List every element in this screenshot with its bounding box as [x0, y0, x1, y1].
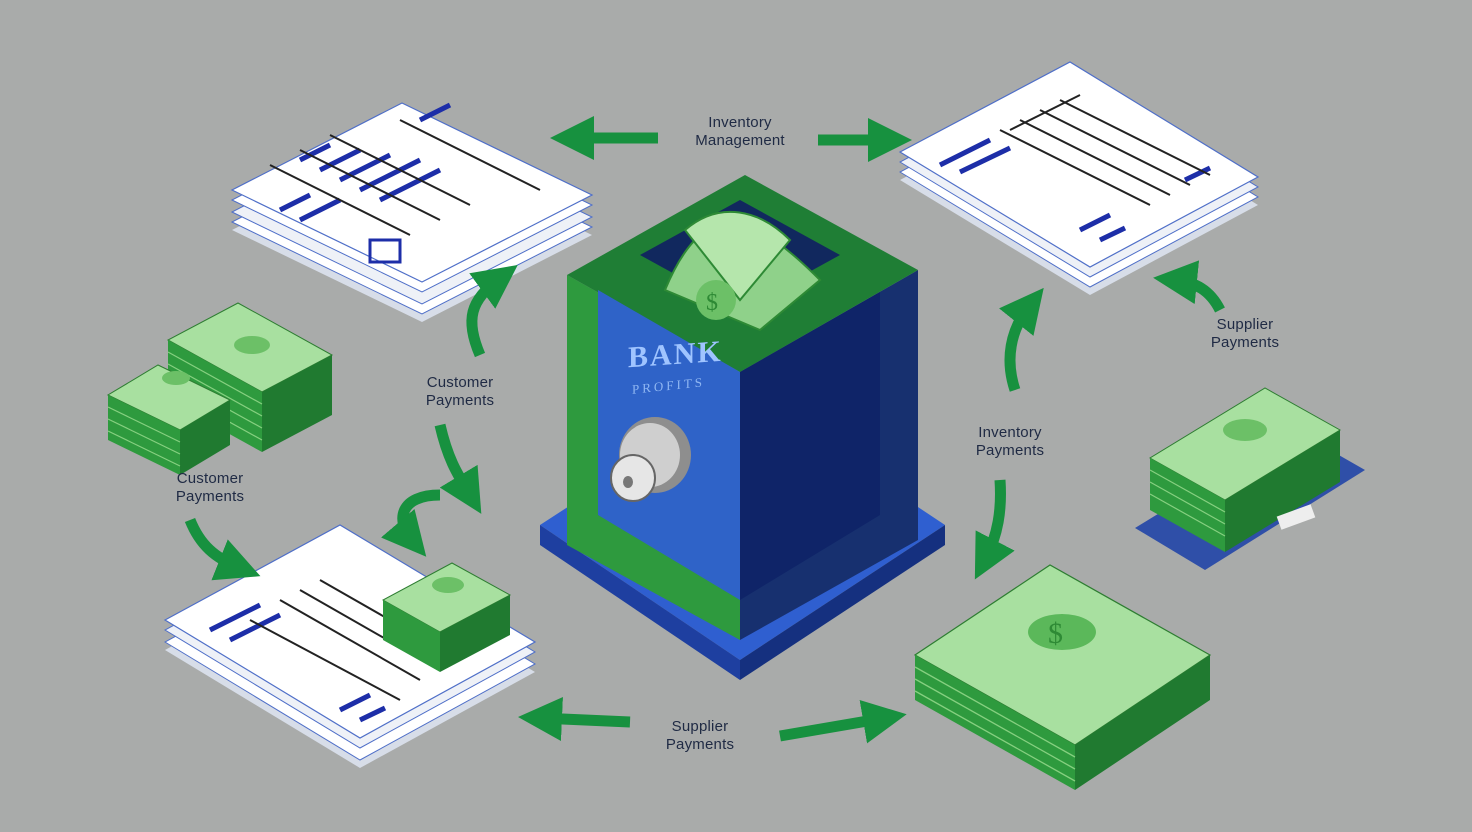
arrow-bottom-left-icon — [518, 696, 631, 741]
arrow-right-up-icon — [999, 287, 1044, 392]
svg-text:$: $ — [1048, 617, 1063, 650]
label-inventory-management: Inventory Management — [695, 114, 785, 149]
arrow-left-down-icon — [434, 423, 482, 514]
svg-text:$: $ — [706, 290, 718, 316]
flow-arrows — [184, 116, 1225, 744]
label-customer-payments-inner: Customer Payments — [425, 374, 495, 409]
money-bills-in-vault: $ — [663, 210, 822, 332]
document-stack-top-left — [230, 102, 594, 322]
money-stack-right — [1135, 387, 1365, 570]
label-supplier-payments-bottom: Supplier Payments — [665, 718, 735, 753]
arrow-right-down-icon — [974, 479, 1015, 580]
vault-title: BANK — [628, 334, 723, 375]
label-inventory-payments: Inventory Payments — [975, 424, 1045, 459]
arrow-supplier-up-icon — [1153, 260, 1225, 313]
vault-dial-icon — [610, 417, 691, 502]
label-supplier-payments-right: Supplier Payments — [1210, 316, 1280, 351]
arrow-left-curl-icon — [380, 489, 441, 557]
arrow-customer-down-icon — [184, 517, 261, 581]
arrow-left-up-icon — [466, 264, 518, 358]
document-stack-top-right — [898, 61, 1260, 295]
label-customer-payments-outer: Customer Payments — [175, 470, 245, 505]
bank-vault: $ — [540, 175, 945, 680]
money-stack-bottom-right: $ — [913, 564, 1212, 790]
money-stack-left-bottom — [106, 364, 232, 475]
arrow-bottom-right-icon — [779, 700, 907, 744]
money-stack-bottom-left — [381, 562, 512, 672]
